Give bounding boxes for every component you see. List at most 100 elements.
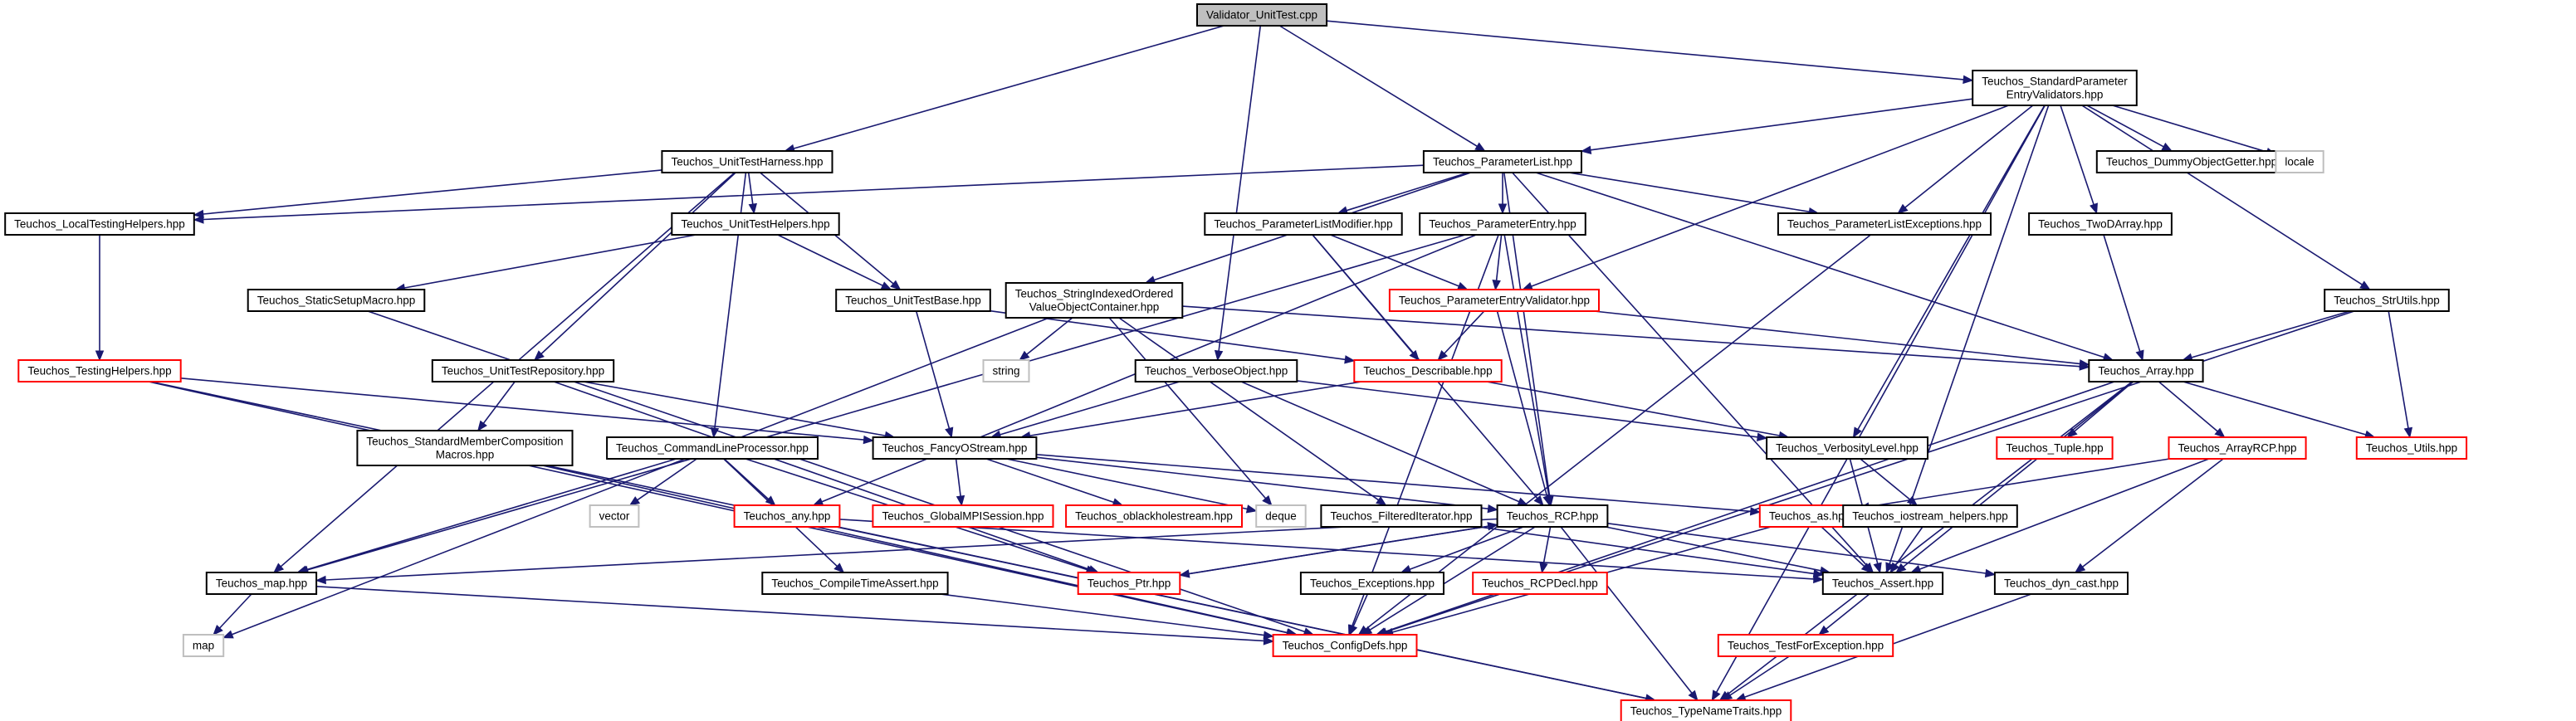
node-strutils[interactable]: Teuchos_StrUtils.hpp bbox=[2324, 289, 2450, 312]
edge-fancy-to-deque bbox=[1006, 458, 1258, 514]
node-box bbox=[1134, 359, 1298, 382]
node-box bbox=[1419, 212, 1586, 236]
node-harness[interactable]: Teuchos_UnitTestHarness.hpp bbox=[661, 150, 833, 173]
node-map[interactable]: Teuchos_map.hpp bbox=[205, 572, 318, 595]
node-utrepo[interactable]: Teuchos_UnitTestRepository.hpp bbox=[431, 359, 615, 382]
node-arrayrcp[interactable]: Teuchos_ArrayRCP.hpp bbox=[2168, 436, 2307, 460]
edge-utrepo-to-stdmember bbox=[477, 381, 516, 432]
node-string: string bbox=[982, 359, 1030, 382]
node-label: Teuchos_FilteredIterator.hpp bbox=[1330, 510, 1472, 523]
node-configdefs[interactable]: Teuchos_ConfigDefs.hpp bbox=[1272, 634, 1418, 657]
node-box bbox=[182, 634, 225, 657]
edge-map-to-configdefs bbox=[316, 586, 1274, 645]
node-plistmod[interactable]: Teuchos_ParameterListModifier.hpp bbox=[1204, 212, 1403, 236]
node-utils[interactable]: Teuchos_Utils.hpp bbox=[2355, 436, 2468, 460]
node-box bbox=[671, 212, 840, 236]
node-sio[interactable]: Teuchos_StringIndexedOrderedValueObjectC… bbox=[1004, 282, 1184, 319]
node-label: Teuchos_LocalTestingHelpers.hpp bbox=[14, 218, 185, 231]
edge-stdval-to-dummy bbox=[2086, 105, 2173, 152]
edge-plist-to-localtest bbox=[193, 164, 1424, 224]
node-pentry[interactable]: Teuchos_ParameterEntry.hpp bbox=[1419, 212, 1586, 236]
node-label: Teuchos_Describable.hpp bbox=[1363, 365, 1492, 378]
node-label: Teuchos_RCP.hpp bbox=[1507, 510, 1599, 523]
node-plist[interactable]: Teuchos_ParameterList.hpp bbox=[1422, 150, 1583, 173]
edge-cta-to-configdefs bbox=[940, 593, 1274, 640]
node-box bbox=[1993, 572, 2129, 595]
node-label: Teuchos_ArrayRCP.hpp bbox=[2178, 442, 2296, 455]
node-box bbox=[1077, 572, 1181, 595]
node-rcpdecl[interactable]: Teuchos_RCPDecl.hpp bbox=[1472, 572, 1608, 595]
node-verbosity[interactable]: Teuchos_VerbosityLevel.hpp bbox=[1766, 436, 1929, 460]
edge-strutils-to-array bbox=[2182, 310, 2350, 362]
node-verbose[interactable]: Teuchos_VerboseObject.hpp bbox=[1134, 359, 1298, 382]
node-describable[interactable]: Teuchos_Describable.hpp bbox=[1353, 359, 1503, 382]
edge-testhelpers-to-typenametraits bbox=[150, 381, 1656, 703]
node-stdval[interactable]: Teuchos_StandardParameterEntryValidators… bbox=[1972, 70, 2138, 106]
node-label: Teuchos_VerboseObject.hpp bbox=[1145, 365, 1288, 378]
edge-arrayrcp-to-assert bbox=[1909, 458, 2210, 573]
edge-pentry-to-pev bbox=[1492, 234, 1503, 291]
edge-testhelpers-to-fancy bbox=[180, 378, 874, 445]
node-testhelpers[interactable]: Teuchos_TestingHelpers.hpp bbox=[17, 359, 182, 382]
node-label: Teuchos_VerbosityLevel.hpp bbox=[1776, 442, 1919, 455]
node-exceptions[interactable]: Teuchos_Exceptions.hpp bbox=[1299, 572, 1445, 595]
node-label: Teuchos_StrUtils.hpp bbox=[2334, 295, 2440, 307]
node-rcp[interactable]: Teuchos_RCP.hpp bbox=[1496, 504, 1609, 528]
node-assert[interactable]: Teuchos_Assert.hpp bbox=[1821, 572, 1944, 595]
node-label: vector bbox=[599, 510, 630, 523]
node-clp[interactable]: Teuchos_CommandLineProcessor.hpp bbox=[606, 436, 819, 460]
node-plistexc[interactable]: Teuchos_ParameterListExceptions.hpp bbox=[1777, 212, 1992, 236]
node-uthelpers[interactable]: Teuchos_UnitTestHelpers.hpp bbox=[671, 212, 840, 236]
edge-arrayrcp-to-as bbox=[1858, 458, 2170, 511]
node-ptr[interactable]: Teuchos_Ptr.hpp bbox=[1077, 572, 1181, 595]
node-utbase[interactable]: Teuchos_UnitTestBase.hpp bbox=[835, 289, 991, 312]
node-box bbox=[1196, 3, 1328, 27]
node-box bbox=[1766, 436, 1929, 460]
node-box bbox=[2324, 289, 2450, 312]
node-box bbox=[1388, 289, 1601, 312]
node-localtest[interactable]: Teuchos_LocalTestingHelpers.hpp bbox=[4, 212, 195, 236]
node-staticsetup[interactable]: Teuchos_StaticSetupMacro.hpp bbox=[247, 289, 426, 312]
edge-iostream-to-assert bbox=[1889, 526, 1923, 574]
node-pev[interactable]: Teuchos_ParameterEntryValidator.hpp bbox=[1388, 289, 1601, 312]
node-label: Teuchos_RCPDecl.hpp bbox=[1482, 577, 1598, 590]
node-label: Teuchos_TestingHelpers.hpp bbox=[27, 365, 171, 378]
node-twod[interactable]: Teuchos_TwoDArray.hpp bbox=[2028, 212, 2173, 236]
node-array[interactable]: Teuchos_Array.hpp bbox=[2088, 359, 2204, 382]
node-stdmember[interactable]: Teuchos_StandardMemberCompositionMacros.… bbox=[356, 430, 574, 466]
node-label: Teuchos_ConfigDefs.hpp bbox=[1283, 640, 1408, 652]
node-any[interactable]: Teuchos_any.hpp bbox=[733, 504, 841, 528]
node-box bbox=[835, 289, 991, 312]
node-label: Teuchos_GlobalMPISession.hpp bbox=[882, 510, 1044, 523]
node-box bbox=[872, 504, 1054, 528]
node-label: Teuchos_oblackholestream.hpp bbox=[1075, 510, 1233, 523]
node-label: Teuchos_UnitTestRepository.hpp bbox=[442, 365, 604, 378]
node-tuple[interactable]: Teuchos_Tuple.hpp bbox=[1996, 436, 2114, 460]
node-box bbox=[733, 504, 841, 528]
node-as[interactable]: Teuchos_as.hpp bbox=[1758, 504, 1861, 528]
edge-ptr-to-rcp bbox=[1180, 522, 1498, 577]
node-label: Teuchos_ParameterList.hpp bbox=[1433, 156, 1572, 168]
node-dyncast[interactable]: Teuchos_dyn_cast.hpp bbox=[1993, 572, 2129, 595]
node-box bbox=[1272, 634, 1418, 657]
node-testforexc[interactable]: Teuchos_TestForException.hpp bbox=[1717, 634, 1894, 657]
node-typenametraits[interactable]: Teuchos_TypeNameTraits.hpp bbox=[1620, 699, 1792, 721]
node-label: Teuchos_Array.hpp bbox=[2098, 365, 2193, 378]
node-box bbox=[589, 504, 640, 528]
node-iostream[interactable]: Teuchos_iostream_helpers.hpp bbox=[1842, 504, 2018, 528]
node-box bbox=[2168, 436, 2307, 460]
edge-utbase-to-describable bbox=[990, 309, 1356, 364]
node-label: locale bbox=[2285, 156, 2314, 168]
node-cta[interactable]: Teuchos_CompileTimeAssert.hpp bbox=[761, 572, 949, 595]
edge-root-to-harness bbox=[784, 25, 1224, 153]
node-fancy[interactable]: Teuchos_FancyOStream.hpp bbox=[872, 436, 1038, 460]
node-box bbox=[1353, 359, 1503, 382]
node-label: Teuchos_TestForException.hpp bbox=[1728, 640, 1884, 652]
node-dummy[interactable]: Teuchos_DummyObjectGetter.hpp bbox=[2095, 150, 2288, 173]
edge-harness-to-utrepo bbox=[533, 172, 736, 361]
edge-harness-to-localtest bbox=[193, 169, 662, 219]
node-gmpi[interactable]: Teuchos_GlobalMPISession.hpp bbox=[872, 504, 1054, 528]
node-box bbox=[1717, 634, 1894, 657]
node-oblack[interactable]: Teuchos_oblackholestream.hpp bbox=[1065, 504, 1243, 528]
node-filtered[interactable]: Teuchos_FilteredIterator.hpp bbox=[1320, 504, 1483, 528]
